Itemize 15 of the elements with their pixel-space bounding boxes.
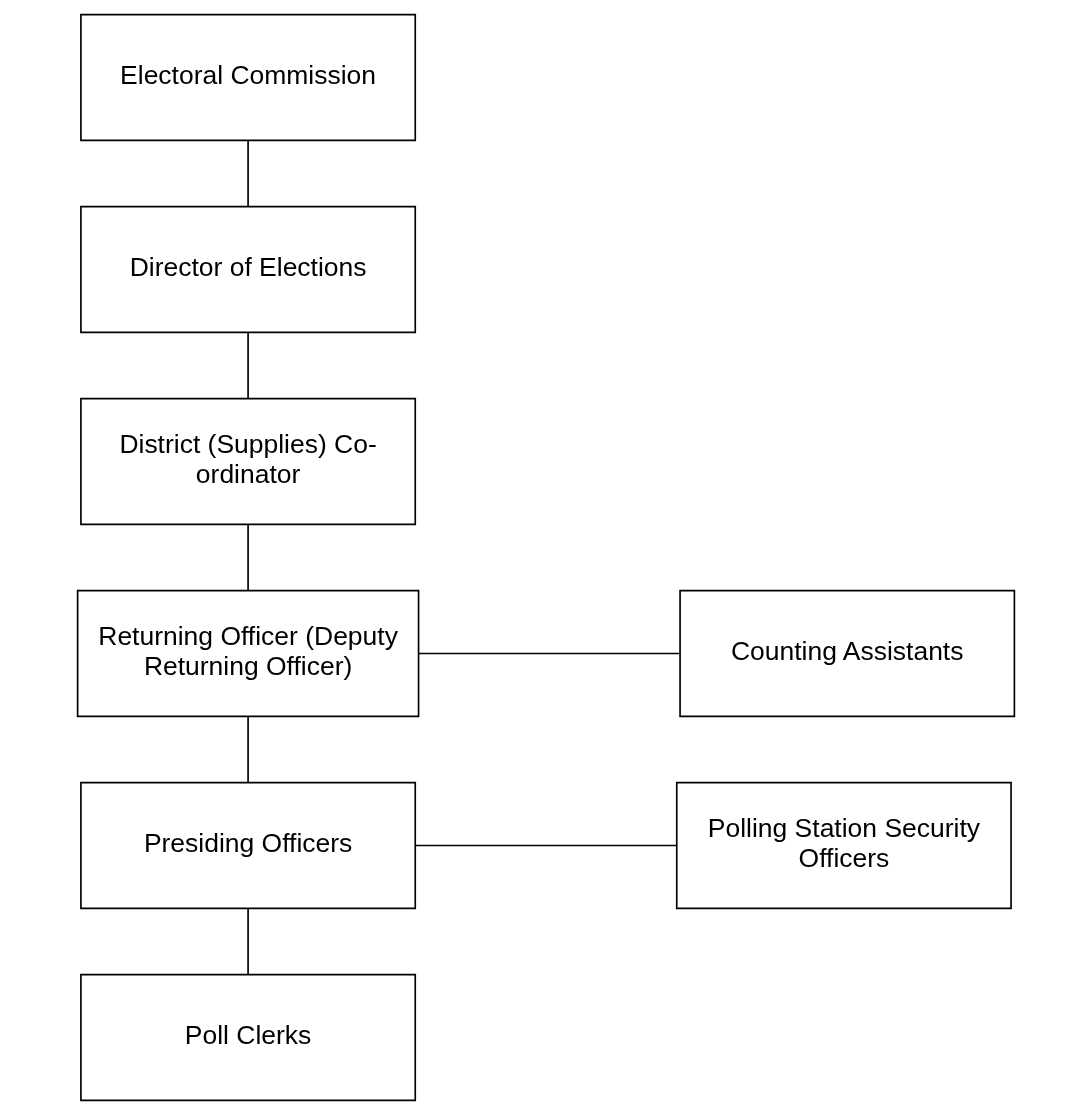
node-box: Returning Officer (Deputy Returning Officer): [76, 589, 419, 718]
node-box: Polling Station Security Officers: [675, 781, 1012, 910]
node-box: Counting Assistants: [678, 589, 1015, 718]
node-box: Poll Clerks: [79, 973, 416, 1102]
connector: [246, 908, 249, 975]
connector: [417, 652, 681, 655]
connector: [246, 140, 249, 208]
connector: [246, 332, 249, 399]
node-box: Presiding Officers: [79, 781, 416, 910]
node-box: Director of Elections: [79, 205, 416, 334]
connector: [414, 844, 677, 847]
connector: [246, 716, 249, 783]
node-box: Electoral Commission: [79, 13, 416, 142]
connector: [246, 524, 249, 591]
node-box: District (Supplies) Co-ordinator: [79, 397, 416, 526]
